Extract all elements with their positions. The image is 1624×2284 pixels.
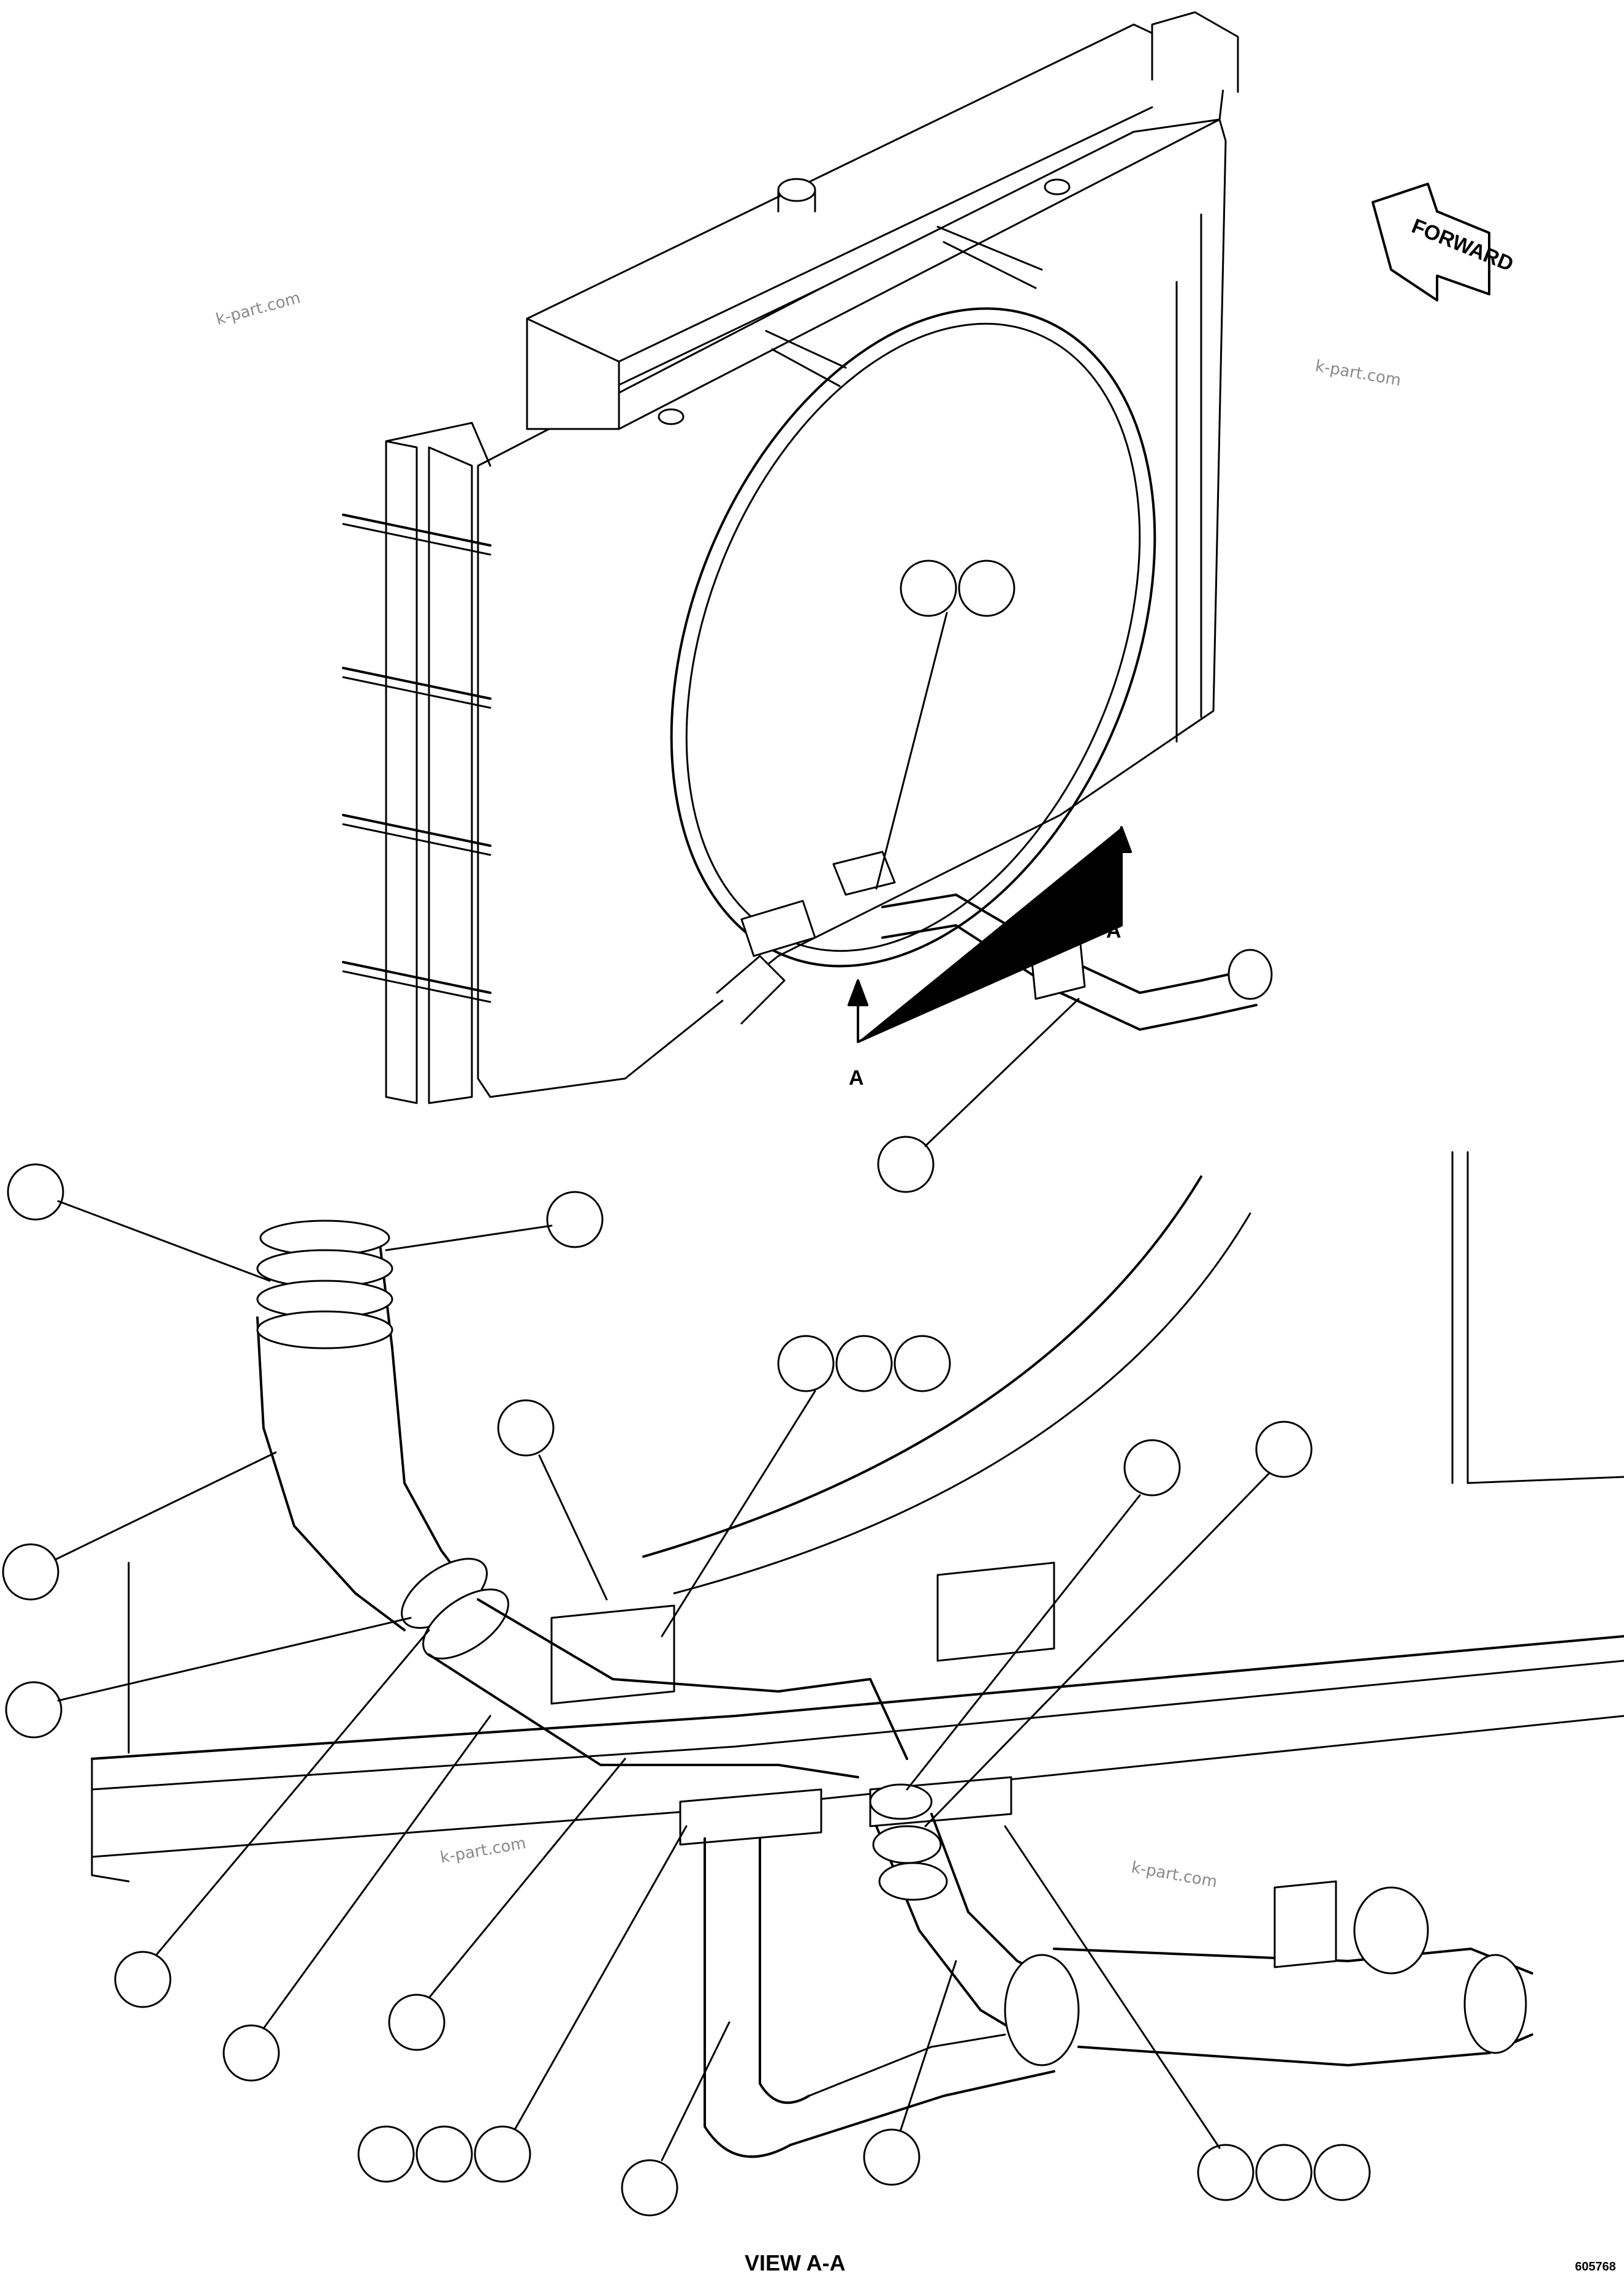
callout-circle bbox=[877, 1136, 935, 1193]
callout-circle bbox=[900, 560, 957, 617]
callout-circle bbox=[497, 1399, 555, 1457]
callout-circle bbox=[958, 560, 1015, 617]
callout-circle bbox=[415, 2125, 473, 2183]
callout-circle bbox=[1255, 1421, 1313, 1478]
callout-circle bbox=[2, 1543, 59, 1601]
callout-circle bbox=[777, 1335, 835, 1392]
watermark: k-part.com bbox=[439, 1834, 528, 1867]
callout-circle bbox=[621, 2159, 678, 2217]
callout-circle bbox=[835, 1335, 893, 1392]
watermark: k-part.com bbox=[214, 289, 303, 329]
watermark: k-part.com bbox=[1130, 1858, 1219, 1891]
callout-circle bbox=[7, 1163, 64, 1221]
section-mark-upper: A bbox=[1106, 919, 1121, 943]
watermark: k-part.com bbox=[1314, 357, 1403, 390]
callout-circle bbox=[357, 2125, 415, 2183]
callout-circle bbox=[1123, 1439, 1181, 1497]
callout-circle bbox=[5, 1681, 63, 1739]
callouts-lower bbox=[2, 1163, 1371, 2217]
callout-circle bbox=[222, 2024, 280, 2082]
callout-circle bbox=[474, 2125, 531, 2183]
callout-circle bbox=[1313, 2144, 1371, 2201]
callout-circle bbox=[114, 1951, 172, 2008]
callout-circle bbox=[894, 1335, 951, 1392]
callout-circle bbox=[863, 2128, 920, 2186]
callout-circle bbox=[1197, 2144, 1254, 2201]
forward-arrow: FORWARD bbox=[1372, 183, 1517, 302]
view-label: VIEW A-A bbox=[745, 2250, 846, 2275]
section-mark-lower: A bbox=[849, 1066, 864, 1090]
view-a-a-assembly bbox=[91, 1151, 1624, 2158]
callouts-upper bbox=[875, 560, 1080, 1193]
callout-circle bbox=[1255, 2144, 1313, 2201]
radiator-assembly bbox=[342, 11, 1273, 1104]
callout-circle bbox=[388, 1994, 446, 2051]
section-arrows: A A bbox=[848, 826, 1132, 1090]
drawing-code: 605768 bbox=[1575, 2260, 1616, 2274]
callout-circle bbox=[546, 1191, 604, 1248]
